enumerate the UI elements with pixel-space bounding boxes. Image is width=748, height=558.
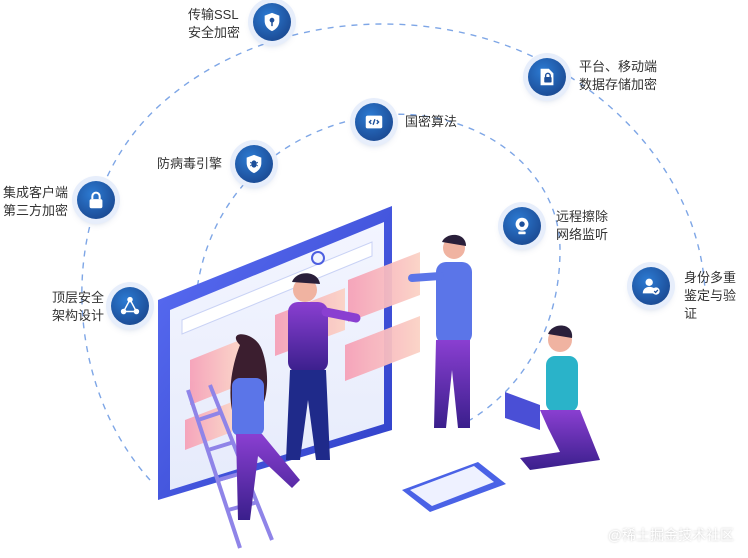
remote-node [503,207,541,245]
file-lock-icon [540,68,554,86]
storage-label: 平台、移动端 数据存储加密 [579,59,658,92]
auth-node [632,267,670,305]
user-check-icon [642,278,660,295]
shield-key-icon [264,12,280,32]
padlock-icon [89,191,103,209]
ssl-node [253,3,291,41]
sm-label: 国密算法 [405,114,458,129]
auth-label: 身份多重 鉴定与验证 [684,270,737,321]
arch-node [111,287,149,325]
antivirus-label: 防病毒引擎 [157,156,223,171]
thirdparty-node [77,181,115,219]
shield-bug-icon [246,154,262,174]
network-nodes-icon [120,296,140,315]
arch-label: 顶层安全 架构设计 [52,290,105,323]
thirdparty-label: 集成客户端 第三方加密 [3,185,69,218]
antivirus-node [235,145,273,183]
sm-node [355,103,393,141]
remote-label: 远程擦除 网络监听 [556,209,609,242]
code-window-icon [365,115,383,129]
storage-node [528,58,566,96]
webcam-icon [515,217,529,235]
watermark: @稀土掘金技术社区 [607,527,734,543]
ssl-label: 传输SSL 安全加密 [188,7,241,40]
